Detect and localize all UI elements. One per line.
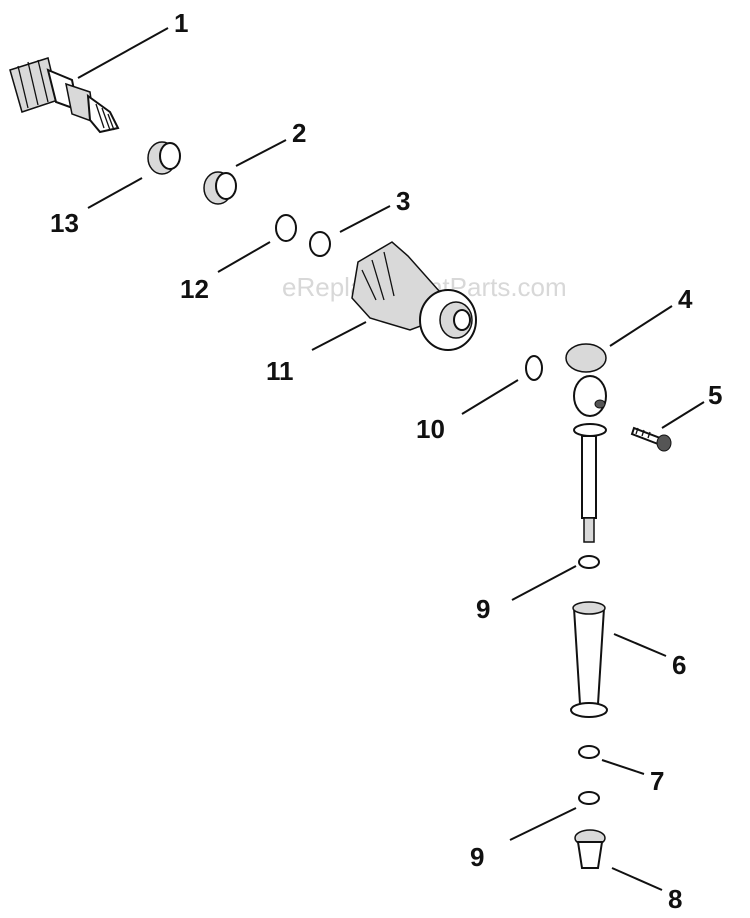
callout-6: 6 [672,650,686,680]
callout-11: 11 [266,356,294,386]
leader-1 [77,27,169,79]
part-1-cartridge [9,57,120,134]
part-2-bushing [203,171,237,205]
callout-9-upper: 9 [476,594,490,624]
part-5-screw [630,426,672,452]
callout-10: 10 [416,414,445,444]
leader-4 [609,305,673,347]
leader-6 [613,633,667,657]
part-11-bonnet [351,241,477,351]
callout-4: 4 [678,284,693,314]
leader-11 [311,321,367,351]
part-9-washer-upper [578,555,600,569]
callout-13: 13 [50,208,79,238]
leader-9-upper [511,565,577,601]
part-13-bushing [147,141,181,175]
callout-9-lower: 9 [470,842,484,872]
part-6-handle [570,601,608,718]
callout-5: 5 [708,380,722,410]
leader-3 [339,205,391,233]
leader-7 [601,759,645,775]
leader-2 [235,139,287,167]
leader-lines [77,27,705,891]
callout-7: 7 [650,766,664,796]
callout-labels: 1 2 13 3 12 11 4 5 10 9 6 7 9 8 [50,8,722,914]
callout-1: 1 [174,8,188,38]
part-7-washer [578,745,600,759]
leader-5 [661,401,705,429]
part-12-o-ring [275,214,297,242]
part-10-o-ring [525,355,543,381]
leader-12 [217,241,271,273]
leader-10 [461,379,519,415]
callout-2: 2 [292,118,306,148]
callout-8: 8 [668,884,682,914]
part-3-o-ring [309,231,331,257]
callout-12: 12 [180,274,209,304]
part-4-stem [565,343,607,543]
part-8-cap [574,829,606,869]
leader-13 [87,177,143,209]
callout-3: 3 [396,186,410,216]
leader-8 [611,867,663,891]
leader-9-lower [509,807,577,841]
part-9-washer-lower [578,791,600,805]
